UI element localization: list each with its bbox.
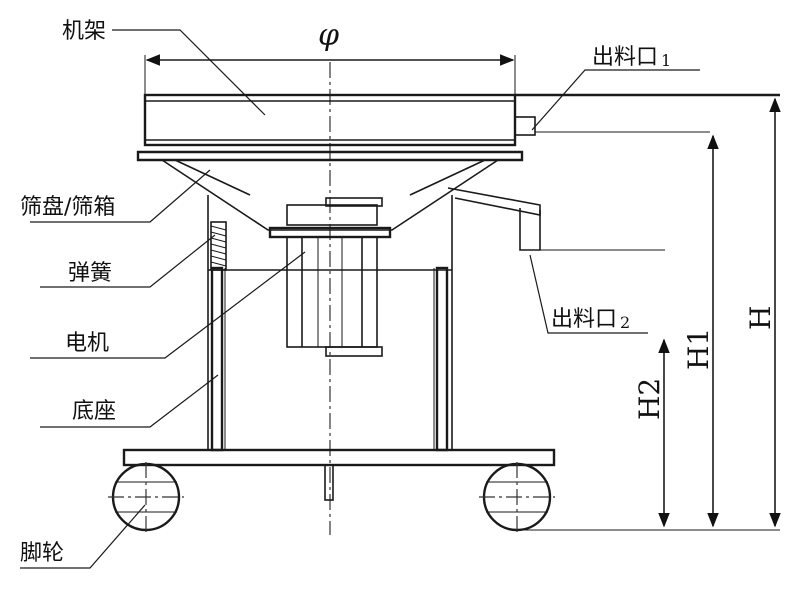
leader-outlet-2 [529,254,648,334]
label-base: 底座 [72,399,116,424]
label-outlet-1: 出料口 [592,45,658,70]
leader-outlet-1 [531,69,700,131]
leader-frame [112,29,266,116]
diameter-symbol: φ [318,18,339,53]
diameter-dimension: φ [144,18,516,98]
base [122,195,556,501]
outlet-2-chute [447,187,665,251]
height-dimension-H1: H1 [682,134,719,528]
dim-H-label: H [744,306,777,330]
caster-right [479,462,555,532]
height-dimension-H2: H2 [633,338,670,528]
label-motor: 电机 [65,331,109,356]
leader-caster [20,504,146,569]
leader-base [40,374,219,428]
spring [210,221,227,271]
leader-screen-tray [30,169,211,223]
label-spring: 弹簧 [68,261,112,286]
label-outlet-1-sub: 1 [661,51,671,70]
label-outlet-2-sub: 2 [620,313,630,332]
label-outlet-2: 出料口 [551,307,617,332]
label-frame: 机架 [62,19,106,44]
label-caster: 脚轮 [20,541,64,566]
frame [143,93,780,147]
leader-spring [40,234,216,288]
height-dimension-H: H [744,97,781,528]
dim-H1-label: H1 [682,328,715,370]
motor [268,197,392,357]
label-screen-tray: 筛盘/筛箱 [20,195,115,220]
dim-H2-label: H2 [633,378,666,420]
leader-motor [30,251,306,359]
outlet-1-spout [514,116,710,136]
caster-left [108,462,184,532]
screen-tray [136,150,524,231]
